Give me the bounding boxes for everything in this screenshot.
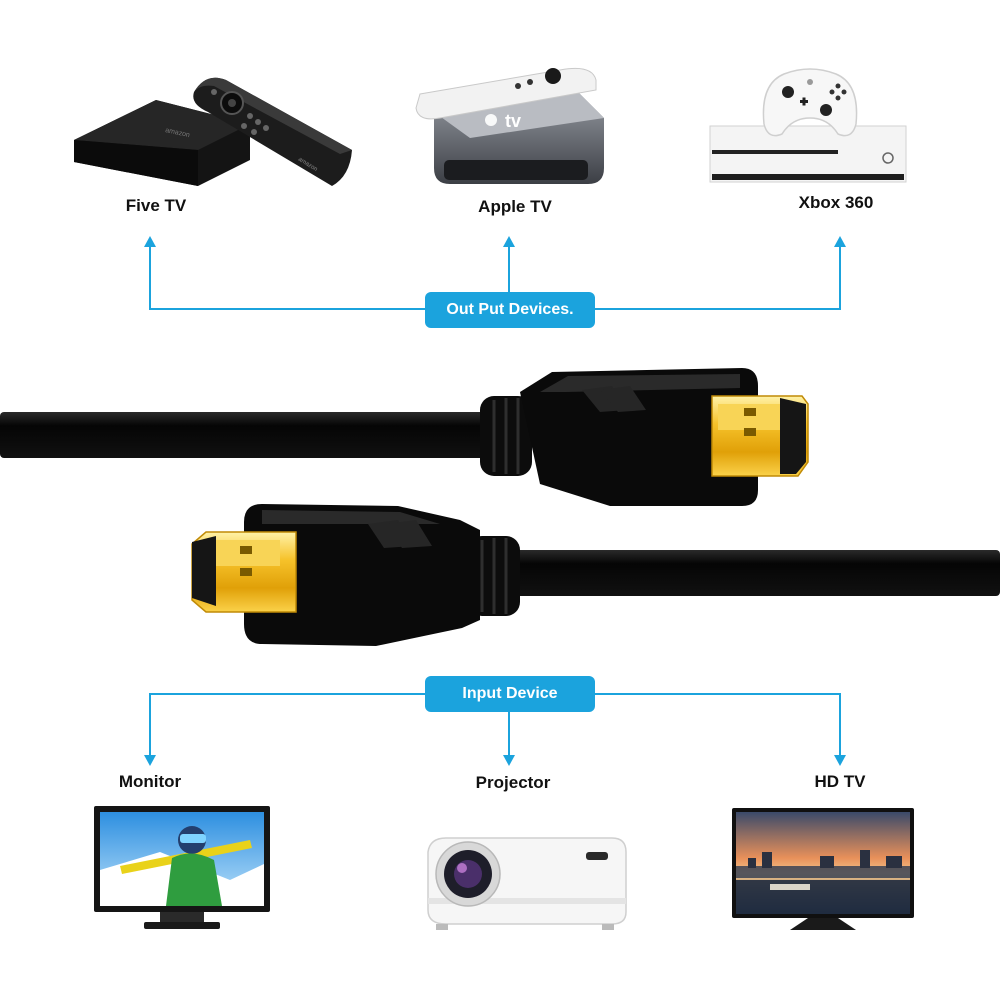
xbox-logo-icon xyxy=(882,152,894,164)
five-tv-device-image: amazon amazon xyxy=(74,77,352,186)
input-device-label-hd-tv: HD TV xyxy=(814,772,866,791)
arrow-down-icon xyxy=(503,755,515,766)
input-device-label-projector: Projector xyxy=(475,773,551,792)
input-device-badge: Input Device xyxy=(425,676,595,712)
hdmi-cable-bottom xyxy=(191,504,1000,646)
input-connector-lines xyxy=(149,693,841,758)
input-device-label-monitor: Monitor xyxy=(118,772,182,791)
arrow-down-icon xyxy=(144,755,156,766)
arrow-down-icon xyxy=(834,755,846,766)
arrow-up-icon xyxy=(834,236,846,247)
output-device-label-five-tv: Five TV xyxy=(125,196,187,215)
output-device-label-apple-tv: Apple TV xyxy=(478,197,552,216)
arrow-up-icon xyxy=(144,236,156,247)
output-connector-lines xyxy=(149,245,841,310)
arrow-up-icon xyxy=(503,236,515,247)
apple-logo-icon xyxy=(485,114,497,126)
projector-device-image xyxy=(427,837,627,930)
output-device-label-xbox: Xbox 360 xyxy=(798,193,874,212)
output-arrowheads xyxy=(144,236,846,247)
apple-tv-device-image: tv xyxy=(415,67,604,184)
monitor-device-image xyxy=(94,806,270,929)
hd-tv-device-image xyxy=(732,808,914,930)
output-devices-badge: Out Put Devices. xyxy=(425,292,595,328)
apple-tv-box-text: tv xyxy=(505,111,521,131)
input-arrowheads xyxy=(144,755,846,766)
hdmi-cable-top xyxy=(0,368,809,506)
xbox-device-image xyxy=(709,68,907,183)
